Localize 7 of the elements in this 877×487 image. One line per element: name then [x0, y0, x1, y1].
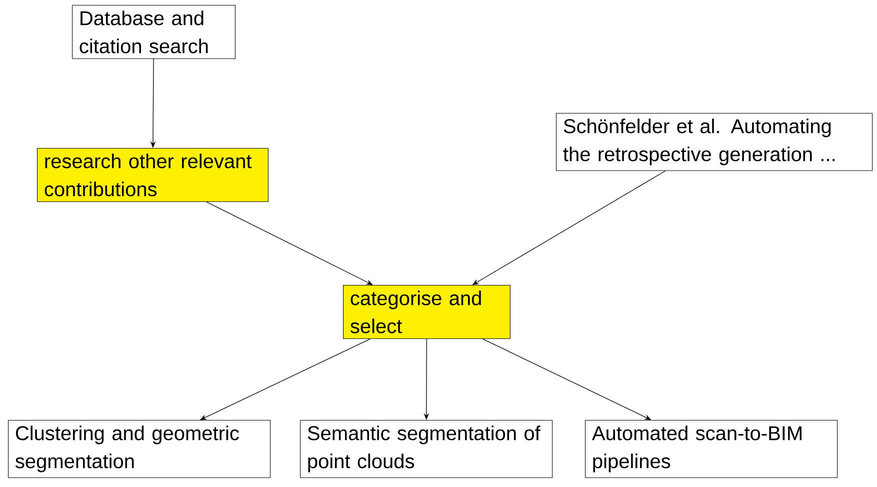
highlighted-box: categorise and select [343, 285, 510, 339]
highlighted-box: research other relevant contributions [37, 148, 268, 202]
text-box: Clustering and geometric segmentation [8, 420, 271, 478]
text-box: Database and citation search [72, 5, 236, 59]
text-box: Automated scan-to-BIM pipelines [585, 420, 838, 478]
text-box: Schönfelder et al. Automating the retrospective generation ... [556, 113, 873, 171]
text-box: Semantic segmentation of point clouds [300, 420, 553, 478]
